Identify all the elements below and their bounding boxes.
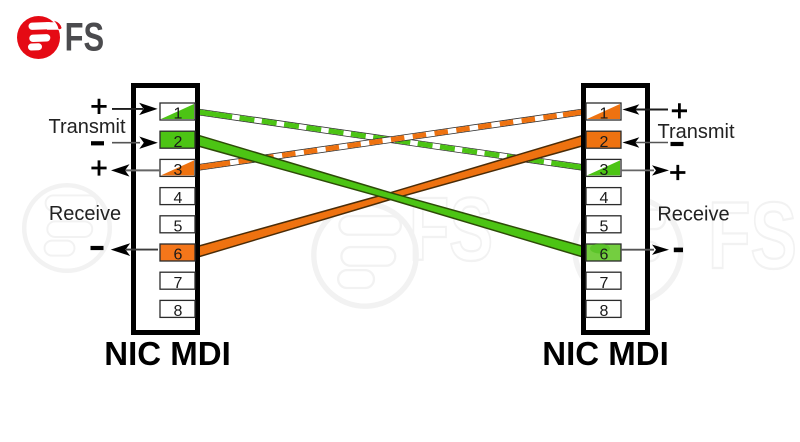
svg-text:Receive: Receive [657,204,729,226]
svg-text:8: 8 [600,303,609,320]
svg-text:NIC MDI: NIC MDI [542,335,669,372]
svg-text:FS: FS [65,16,105,60]
svg-text:2: 2 [174,134,183,151]
svg-text:1: 1 [600,106,609,123]
svg-text:6: 6 [600,247,609,264]
svg-text:FS: FS [409,180,493,280]
svg-text:8: 8 [174,303,183,320]
svg-text:3: 3 [600,162,609,179]
svg-text:Transmit: Transmit [48,116,125,138]
svg-text:5: 5 [174,218,183,235]
svg-text:FS: FS [708,183,797,289]
svg-text:Receive: Receive [49,203,121,225]
svg-text:NIC MDI: NIC MDI [104,335,231,372]
svg-text:1: 1 [174,106,183,123]
svg-text:7: 7 [600,275,609,292]
svg-text:7: 7 [174,275,183,292]
svg-text:Transmit: Transmit [657,121,734,143]
svg-text:2: 2 [600,134,609,151]
svg-text:5: 5 [600,218,609,235]
svg-text:6: 6 [174,247,183,264]
svg-text:3: 3 [174,162,183,179]
svg-text:4: 4 [600,190,609,207]
svg-text:4: 4 [174,190,183,207]
